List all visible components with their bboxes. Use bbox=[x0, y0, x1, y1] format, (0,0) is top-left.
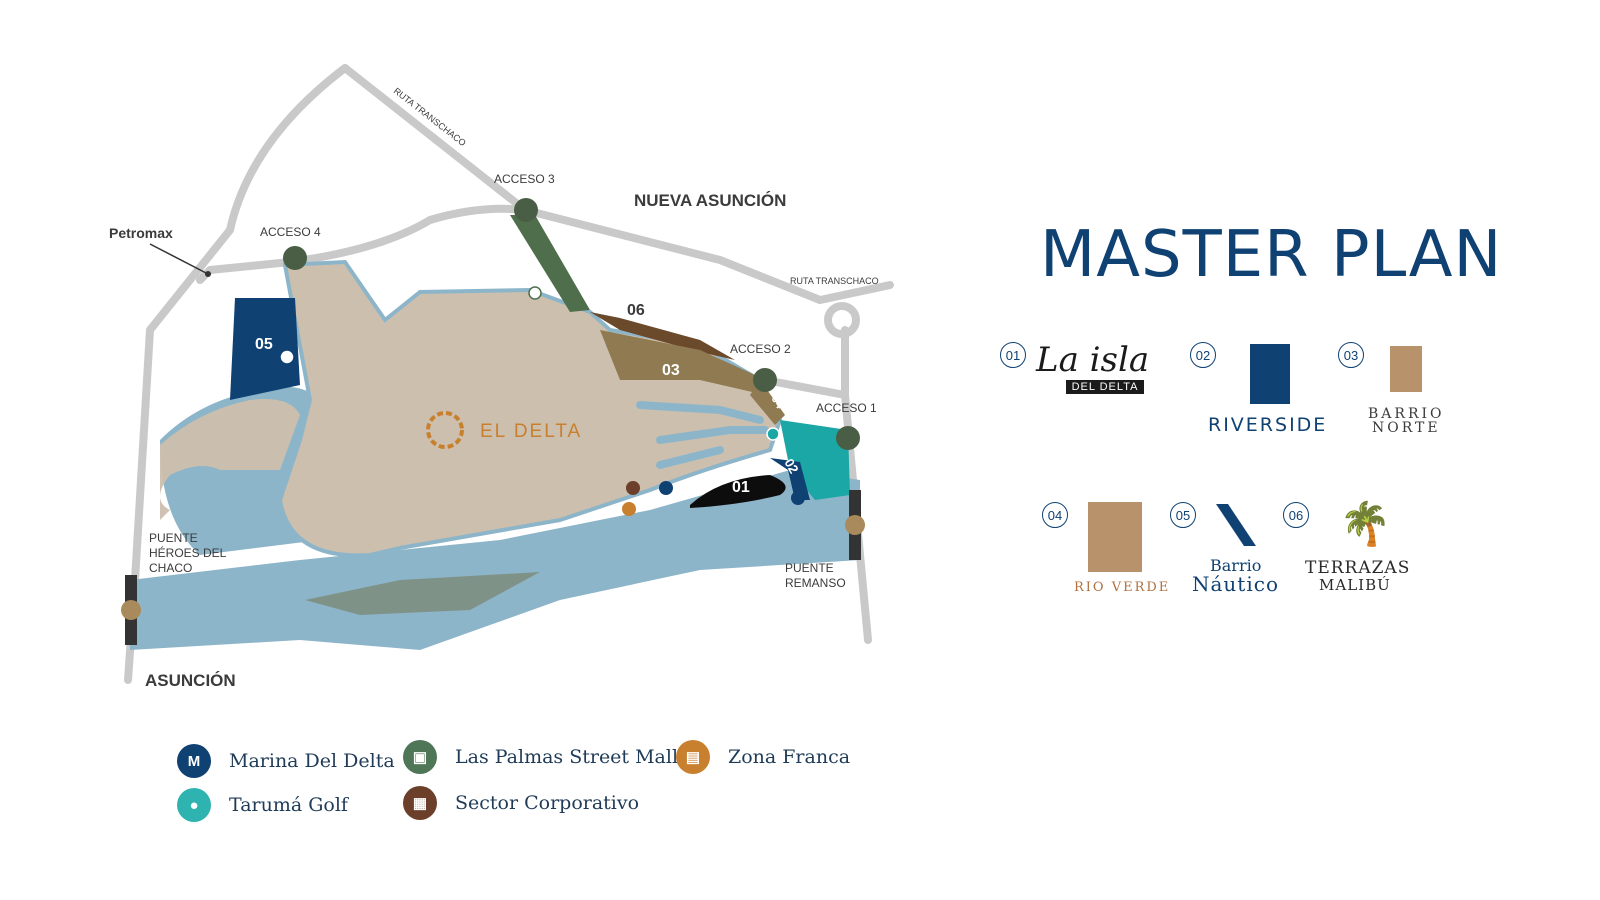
legend-label: Zona Franca bbox=[728, 746, 851, 768]
project-05[interactable]: 05 Barrio Náutico bbox=[1170, 500, 1290, 600]
la-isla-logo: La isla DEL DELTA bbox=[1036, 340, 1149, 394]
legend-item-marina[interactable]: M Marina Del Delta bbox=[177, 744, 395, 778]
legend-item-corporativo[interactable]: ▦ Sector Corporativo bbox=[403, 786, 639, 820]
acceso-1-label: ACCESO 1 bbox=[816, 401, 877, 415]
puente-heroes-label-2: HÉROES DEL bbox=[149, 545, 227, 560]
zona-franca-icon: ▤ bbox=[676, 740, 710, 774]
petromax-label: Petromax bbox=[109, 225, 173, 241]
golf-icon bbox=[766, 427, 780, 441]
zone-04[interactable] bbox=[750, 380, 785, 425]
acceso-1-marker[interactable] bbox=[836, 426, 860, 450]
zone-02-label: 02 bbox=[781, 456, 801, 476]
bridge-marker-east bbox=[845, 515, 865, 535]
project-number: 03 bbox=[1338, 342, 1364, 368]
legend-label: Sector Corporativo bbox=[455, 792, 640, 814]
project-name-line2: MALIBÚ bbox=[1319, 576, 1391, 594]
zone-06-label: 06 bbox=[627, 302, 645, 319]
zona-franca-icon bbox=[622, 502, 636, 516]
barrio-nautico-logo bbox=[1216, 504, 1256, 546]
petromax-dot bbox=[205, 271, 211, 277]
legend-item-golf[interactable]: ● Tarumá Golf bbox=[177, 788, 348, 822]
project-02[interactable]: 02 RIVERSIDE bbox=[1190, 340, 1340, 440]
zone-05[interactable] bbox=[230, 298, 300, 400]
project-number: 04 bbox=[1042, 502, 1068, 528]
acceso-4-label: ACCESO 4 bbox=[260, 225, 321, 239]
zone-03-label: 03 bbox=[662, 362, 680, 379]
project-name: RIVERSIDE bbox=[1208, 414, 1328, 436]
river bbox=[130, 470, 860, 650]
zone-01[interactable] bbox=[690, 475, 786, 508]
palm-tree-logo: 🌴 bbox=[1339, 500, 1392, 547]
zone-06[interactable] bbox=[590, 312, 735, 360]
zone-02[interactable] bbox=[770, 458, 810, 500]
el-delta-wordmark: EL DELTA bbox=[480, 421, 582, 442]
project-number: 06 bbox=[1283, 502, 1309, 528]
roundabout bbox=[824, 302, 860, 338]
legend-item-mall[interactable]: ▣ Las Palmas Street Mall bbox=[403, 740, 678, 774]
marina-icon bbox=[659, 481, 673, 495]
acceso-4-marker[interactable] bbox=[283, 246, 307, 270]
green-strip-acceso-3 bbox=[510, 215, 590, 312]
project-01[interactable]: 01 La isla DEL DELTA bbox=[1000, 340, 1175, 410]
zone-05-label: 05 bbox=[255, 336, 273, 353]
project-name-line1: TERRAZAS bbox=[1305, 558, 1411, 578]
marina-icon bbox=[279, 349, 295, 365]
land-west bbox=[160, 399, 300, 520]
zone-01-label: 01 bbox=[732, 479, 750, 496]
mall-icon: ▣ bbox=[403, 740, 437, 774]
project-name: RIO VERDE bbox=[1074, 580, 1171, 595]
riverside-logo bbox=[1250, 344, 1290, 404]
puente-remanso-label-1: PUENTE bbox=[785, 561, 834, 575]
petromax-pointer bbox=[149, 243, 209, 275]
marina-icon: M bbox=[177, 744, 211, 778]
project-number: 02 bbox=[1190, 342, 1216, 368]
project-name-line2: Náutico bbox=[1192, 572, 1279, 596]
rio-verde-logo bbox=[1088, 502, 1142, 572]
golf-icon: ● bbox=[177, 788, 211, 822]
el-delta-emblem-icon bbox=[426, 411, 464, 449]
legend-item-zona-franca[interactable]: ▤ Zona Franca bbox=[676, 740, 850, 774]
el-delta-logo: EL DELTA bbox=[426, 411, 582, 449]
zone-teal bbox=[780, 420, 850, 500]
barrio-norte-logo bbox=[1390, 346, 1422, 392]
project-03[interactable]: 03 BARRIO NORTE bbox=[1338, 340, 1458, 440]
project-06[interactable]: 06 🌴 TERRAZAS MALIBÚ bbox=[1283, 500, 1413, 600]
puente-heroes-label-1: PUENTE bbox=[149, 531, 198, 545]
nueva-asuncion-label: NUEVA ASUNCIÓN bbox=[634, 191, 786, 210]
project-name-sub: DEL DELTA bbox=[1066, 380, 1144, 394]
puente-remanso-label-2: REMANSO bbox=[785, 576, 846, 590]
acceso-2-label: ACCESO 2 bbox=[730, 342, 791, 356]
project-04[interactable]: 04 RIO VERDE bbox=[1042, 500, 1172, 610]
legend-label: Tarumá Golf bbox=[229, 794, 348, 816]
project-name-line1: BARRIO bbox=[1368, 406, 1445, 422]
project-number: 05 bbox=[1170, 502, 1196, 528]
bridge-marker-west bbox=[121, 600, 141, 620]
project-name-line2: NORTE bbox=[1372, 420, 1441, 436]
acceso-3-marker[interactable] bbox=[514, 198, 538, 222]
zone-04-label: 04 bbox=[768, 393, 787, 412]
ruta-transchaco-right-label: RUTA TRANSCHACO bbox=[790, 276, 879, 286]
acceso-2-marker[interactable] bbox=[753, 368, 777, 392]
page-title: MASTER PLAN bbox=[1040, 218, 1503, 292]
legend-label: Las Palmas Street Mall bbox=[455, 746, 679, 768]
asuncion-label: ASUNCIÓN bbox=[145, 671, 236, 690]
puente-heroes-label-3: CHACO bbox=[149, 561, 192, 575]
corporate-icon: ▦ bbox=[403, 786, 437, 820]
zone-03[interactable] bbox=[600, 330, 765, 395]
legend-label: Marina Del Delta bbox=[229, 750, 395, 772]
master-plan-map: EL DELTA RUTA TRANSCHACO RUTA TRANSCHACO… bbox=[109, 64, 894, 690]
project-name-line1: Barrio bbox=[1210, 556, 1262, 575]
mall-icon bbox=[528, 286, 542, 300]
project-number: 01 bbox=[1000, 342, 1026, 368]
el-delta-land bbox=[277, 259, 783, 558]
marina-icon bbox=[791, 491, 805, 505]
project-name-script: La isla bbox=[1036, 340, 1150, 380]
corporate-icon bbox=[626, 481, 640, 495]
acceso-3-label: ACCESO 3 bbox=[494, 172, 555, 186]
river-island bbox=[305, 572, 540, 615]
